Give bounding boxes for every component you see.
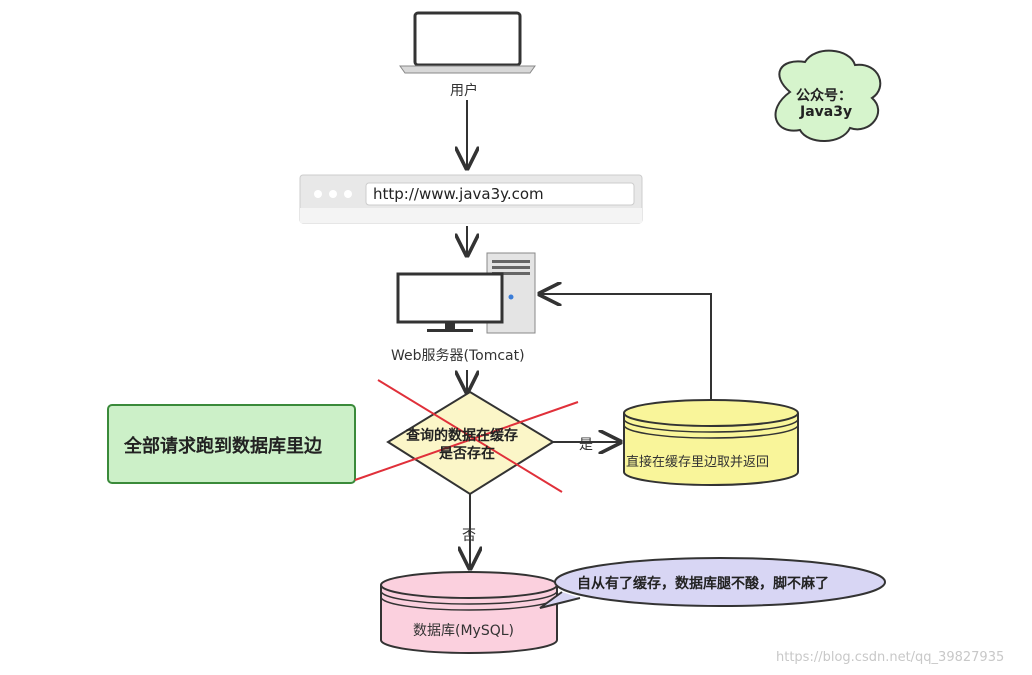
server-icon [396,252,536,334]
yes-label: 是 [579,437,593,453]
window-dot-icon [329,190,337,198]
watermark: https://blog.csdn.net/qq_39827935 [776,650,1005,665]
no-label: 否 [462,528,476,544]
laptop-icon [399,11,536,74]
cache-cylinder [623,399,799,486]
window-dot-icon [344,190,352,198]
window-dot-icon [314,190,322,198]
decision-text-line1: 查询的数据在缓存 [406,428,518,444]
arrow-cache-to-server [540,294,712,400]
cross-out-mark [354,379,579,493]
decision-text-line2: 是否存在 [439,446,495,462]
cloud-line2: Java3y [800,104,853,120]
cloud-shape [774,49,882,142]
cloud-line1: 公众号： [796,88,852,104]
cache-label: 直接在缓存里边取并返回 [626,455,770,470]
browser-window [299,174,643,224]
server-label: Web服务器(Tomcat) [391,348,525,364]
db-label: 数据库(MySQL) [413,623,514,639]
green-box-label: 全部请求跑到数据库里边 [124,436,322,457]
speech-bubble-text: 自从有了缓存，数据库腿不酸，脚不麻了 [577,576,829,592]
database-cylinder [380,571,558,654]
user-label: 用户 [450,83,478,99]
all-requests-box [107,404,356,484]
address-bar [365,182,635,206]
speech-bubble [539,557,886,609]
url-text: http://www.java3y.com [373,185,544,203]
